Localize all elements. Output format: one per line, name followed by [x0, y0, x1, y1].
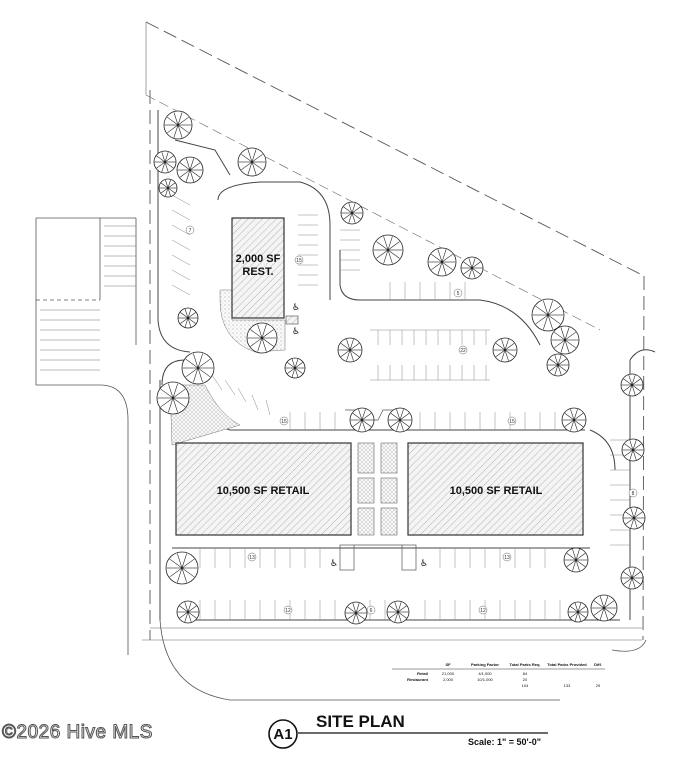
title-block: A1 SITE PLAN Scale: 1" = 50'-0"	[268, 712, 548, 749]
table-row-restaurant-sf: 2,000	[443, 677, 454, 682]
restaurant-label-use: REST.	[242, 266, 273, 278]
count-north-row: 5	[457, 291, 460, 297]
tree-icon	[284, 357, 306, 379]
count-east-column: 8	[632, 491, 635, 497]
tree-icon	[492, 337, 518, 363]
restaurant-building	[231, 217, 285, 319]
count-retail-north-west: 15	[281, 419, 287, 425]
plan-title: SITE PLAN	[316, 712, 405, 731]
tree-icon	[620, 566, 644, 590]
tree-icon	[372, 234, 404, 266]
count-center-row: 22	[460, 348, 466, 354]
retail-east-label: 10,500 SF RETAIL	[450, 485, 543, 497]
count-rest-east: 15	[296, 258, 302, 264]
parking-stalls	[171, 194, 630, 620]
plan-scale: Scale: 1" = 50'-0"	[468, 737, 541, 747]
breezeway	[357, 442, 398, 536]
tree-icon	[181, 351, 215, 385]
tree-icon	[177, 307, 199, 329]
tree-icon	[349, 407, 375, 433]
table-row-retail-sf: 21,000	[442, 671, 455, 676]
tree-icon	[163, 110, 193, 140]
site-curbs	[157, 110, 656, 621]
tree-icon	[531, 298, 565, 332]
tree-icon	[246, 322, 278, 354]
tree-icon	[156, 381, 190, 415]
tree-icon	[460, 256, 484, 280]
parking-summary-table: SF Parking Factor Total Parks Req. Total…	[392, 662, 605, 688]
table-total-required: 104	[522, 683, 529, 688]
count-bottom-mid: 6	[370, 608, 373, 614]
dumpster-pad	[285, 315, 299, 325]
watermark: ©2026 Hive MLS	[2, 722, 153, 744]
tree-icon	[165, 551, 199, 585]
tree-icon	[237, 147, 267, 177]
restaurant-label-sf: 2,000 SF	[236, 253, 281, 265]
adjacent-road	[35, 217, 647, 701]
offset-lines	[142, 22, 642, 641]
tree-icon	[427, 247, 457, 277]
tree-icon	[561, 407, 587, 433]
tree-icon	[344, 601, 368, 625]
table-row-restaurant-factor: 10/1,000	[477, 677, 493, 682]
tree-icon	[563, 547, 589, 573]
tree-icon	[590, 594, 618, 622]
count-bottom-east: 12	[480, 608, 486, 614]
table-header-diff: Diff.	[594, 662, 602, 667]
accessible-icon: ♿	[330, 559, 338, 569]
tree-icon	[622, 506, 646, 530]
retail-west-label: 10,500 SF RETAIL	[217, 485, 310, 497]
count-retail-south-east: 13	[504, 555, 510, 561]
table-header-provided: Total Parks Provided	[547, 662, 587, 667]
tree-icon	[337, 337, 363, 363]
tree-icon	[176, 600, 200, 624]
tree-icon	[567, 601, 589, 623]
tree-icon	[387, 407, 413, 433]
table-header-required: Total Parks Req.	[509, 662, 540, 667]
adjacent-stalls	[40, 225, 136, 371]
count-retail-south-west: 13	[249, 555, 255, 561]
retail-building-west	[175, 442, 352, 536]
tree-icon	[386, 600, 410, 624]
table-header-sf: SF	[445, 662, 451, 667]
table-row-retail-use: Retail	[417, 671, 428, 676]
sheet-number: A1	[273, 726, 292, 743]
retail-building-east	[407, 442, 584, 536]
landscape-trees	[153, 110, 646, 625]
table-total-diff: 29	[596, 683, 601, 688]
tree-icon	[158, 178, 178, 198]
accessible-parking-icons: ♿ ♿ ♿ ♿	[292, 303, 428, 569]
tree-icon	[620, 373, 644, 397]
table-header-factor: Parking Factor	[471, 662, 499, 667]
tree-icon	[340, 201, 364, 225]
tree-icon	[546, 353, 570, 377]
table-row-retail-factor: 4/1,000	[478, 671, 492, 676]
parking-count-markers	[185, 225, 638, 615]
table-total-provided: 133	[564, 683, 571, 688]
tree-icon	[153, 150, 177, 174]
sheet-number-badge	[268, 719, 298, 749]
table-row-restaurant-use: Restaurant	[407, 677, 429, 682]
count-retail-north-east: 15	[509, 419, 515, 425]
accessible-icon: ♿	[292, 327, 300, 337]
tree-icon	[621, 438, 645, 462]
accessible-icon: ♿	[292, 303, 300, 313]
count-west-angled: 7	[189, 228, 192, 234]
table-row-retail-required: 84	[523, 671, 528, 676]
tree-icon	[176, 156, 204, 184]
tree-icon	[550, 325, 580, 355]
count-bottom-west: 12	[285, 608, 291, 614]
table-row-restaurant-required: 20	[523, 677, 528, 682]
accessible-icon: ♿	[420, 559, 428, 569]
